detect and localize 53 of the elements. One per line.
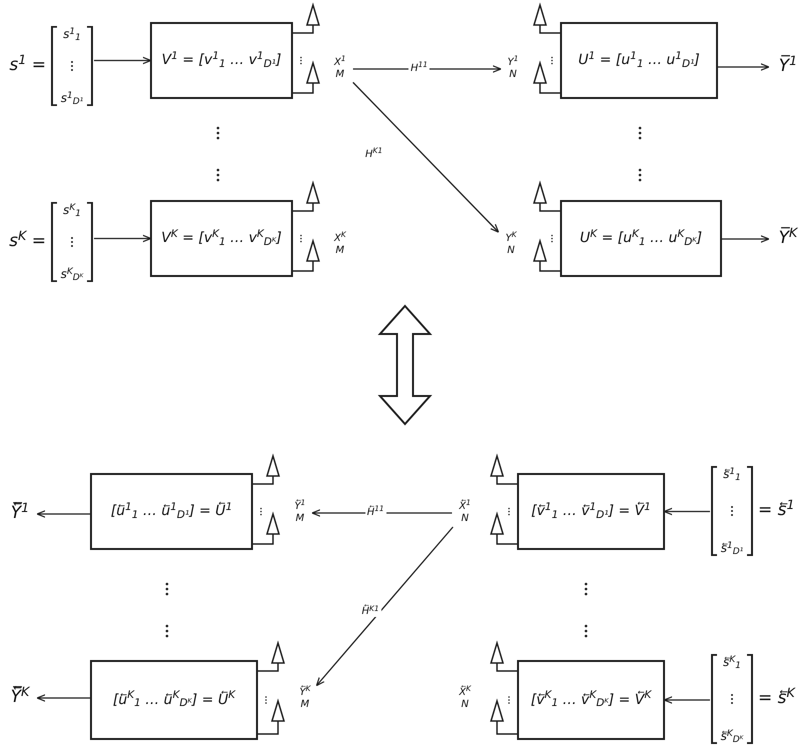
antenna-label: M [300, 699, 310, 711]
process-box [517, 660, 665, 740]
arrow [353, 65, 502, 73]
antenna-label: Y$^{1}$ [508, 57, 518, 69]
process-box [517, 473, 665, 550]
arrow [664, 696, 710, 704]
antenna-label: X$^{1}$ [334, 57, 346, 69]
antenna-label: X⃖$^{1}$ [459, 501, 471, 513]
arrow [94, 56, 152, 64]
antenna-label: Y⃖$^{K}$ [299, 687, 311, 699]
antenna-label: M [336, 69, 344, 81]
arrow [664, 508, 710, 516]
output-symbol: Y̅$^{1}$ [778, 54, 798, 78]
box-formula: V$^{1}$ = [v$^{1}$$_{1}$ … v$^{1}$$_{D¹}$] [162, 50, 282, 71]
arrow [36, 694, 90, 702]
box-formula: [v⃖$^{1}$$_{1}$ … v⃖$^{1}$$_{D¹}$] = V⃖$^{1}$ [531, 501, 651, 522]
antenna-label: M [296, 513, 304, 525]
arrow [722, 235, 770, 243]
output-symbol: Y̅$^{K}$ [778, 226, 798, 250]
antenna-label: N [507, 245, 515, 257]
antenna-label: N [461, 699, 469, 711]
arrow [718, 63, 770, 71]
antenna-label: X⃖$^{K}$ [459, 687, 471, 699]
process-box [560, 22, 718, 99]
box-formula: [u⃖$^{K}$$_{1}$ … u⃖$^{K}$$_{Dᴷ}$] = U⃖$^{K}$ [112, 690, 236, 710]
vector-equation: s$^{1}$ = [9, 53, 46, 78]
box-formula: V$^{K}$ = [v$^{K}$$_{1}$ … v$^{K}$$_{Dᴷ}$] [161, 228, 282, 249]
antenna-label: Y$^{K}$ [505, 233, 517, 245]
process-box [90, 473, 253, 550]
box-formula: [v⃖$^{K}$$_{1}$ … v⃖$^{K}$$_{Dᴷ}$] = V⃖$^{K}$ [530, 690, 652, 710]
process-box [150, 22, 293, 99]
process-box [90, 660, 258, 740]
arrow [312, 509, 452, 517]
arrow [94, 234, 152, 242]
output-symbol: Y̅⃖$^{K}$ [10, 685, 30, 710]
box-formula: [u⃖$^{1}$$_{1}$ … u⃖$^{1}$$_{D¹}$] = U⃖$^{1}$ [110, 501, 232, 522]
antenna-label: M [336, 245, 344, 257]
process-box [150, 200, 293, 277]
arrow [316, 526, 454, 686]
edge-label: H$^{11}$ [408, 64, 430, 74]
arrow [36, 510, 90, 518]
antenna-label: X$^{K}$ [334, 233, 346, 245]
vector-equation: = s⃖$^{K}$ [758, 686, 795, 710]
antenna-label: Y⃖$^{1}$ [294, 501, 306, 513]
box-formula: U$^{1}$ = [u$^{1}$$_{1}$ … u$^{1}$$_{D¹}$] [578, 50, 700, 71]
output-symbol: Y̅⃖$^{1}$ [10, 501, 30, 526]
box-formula: U$^{K}$ = [u$^{K}$$_{1}$ … u$^{K}$$_{Dᴷ}$] [580, 228, 702, 249]
antenna-label: N [461, 513, 469, 525]
antenna-label: N [509, 69, 517, 81]
vector-equation: s$^{K}$ = [9, 229, 46, 254]
arrow [352, 82, 500, 233]
vector-equation: = s⃖$^{1}$ [758, 498, 795, 522]
process-box [560, 200, 722, 277]
